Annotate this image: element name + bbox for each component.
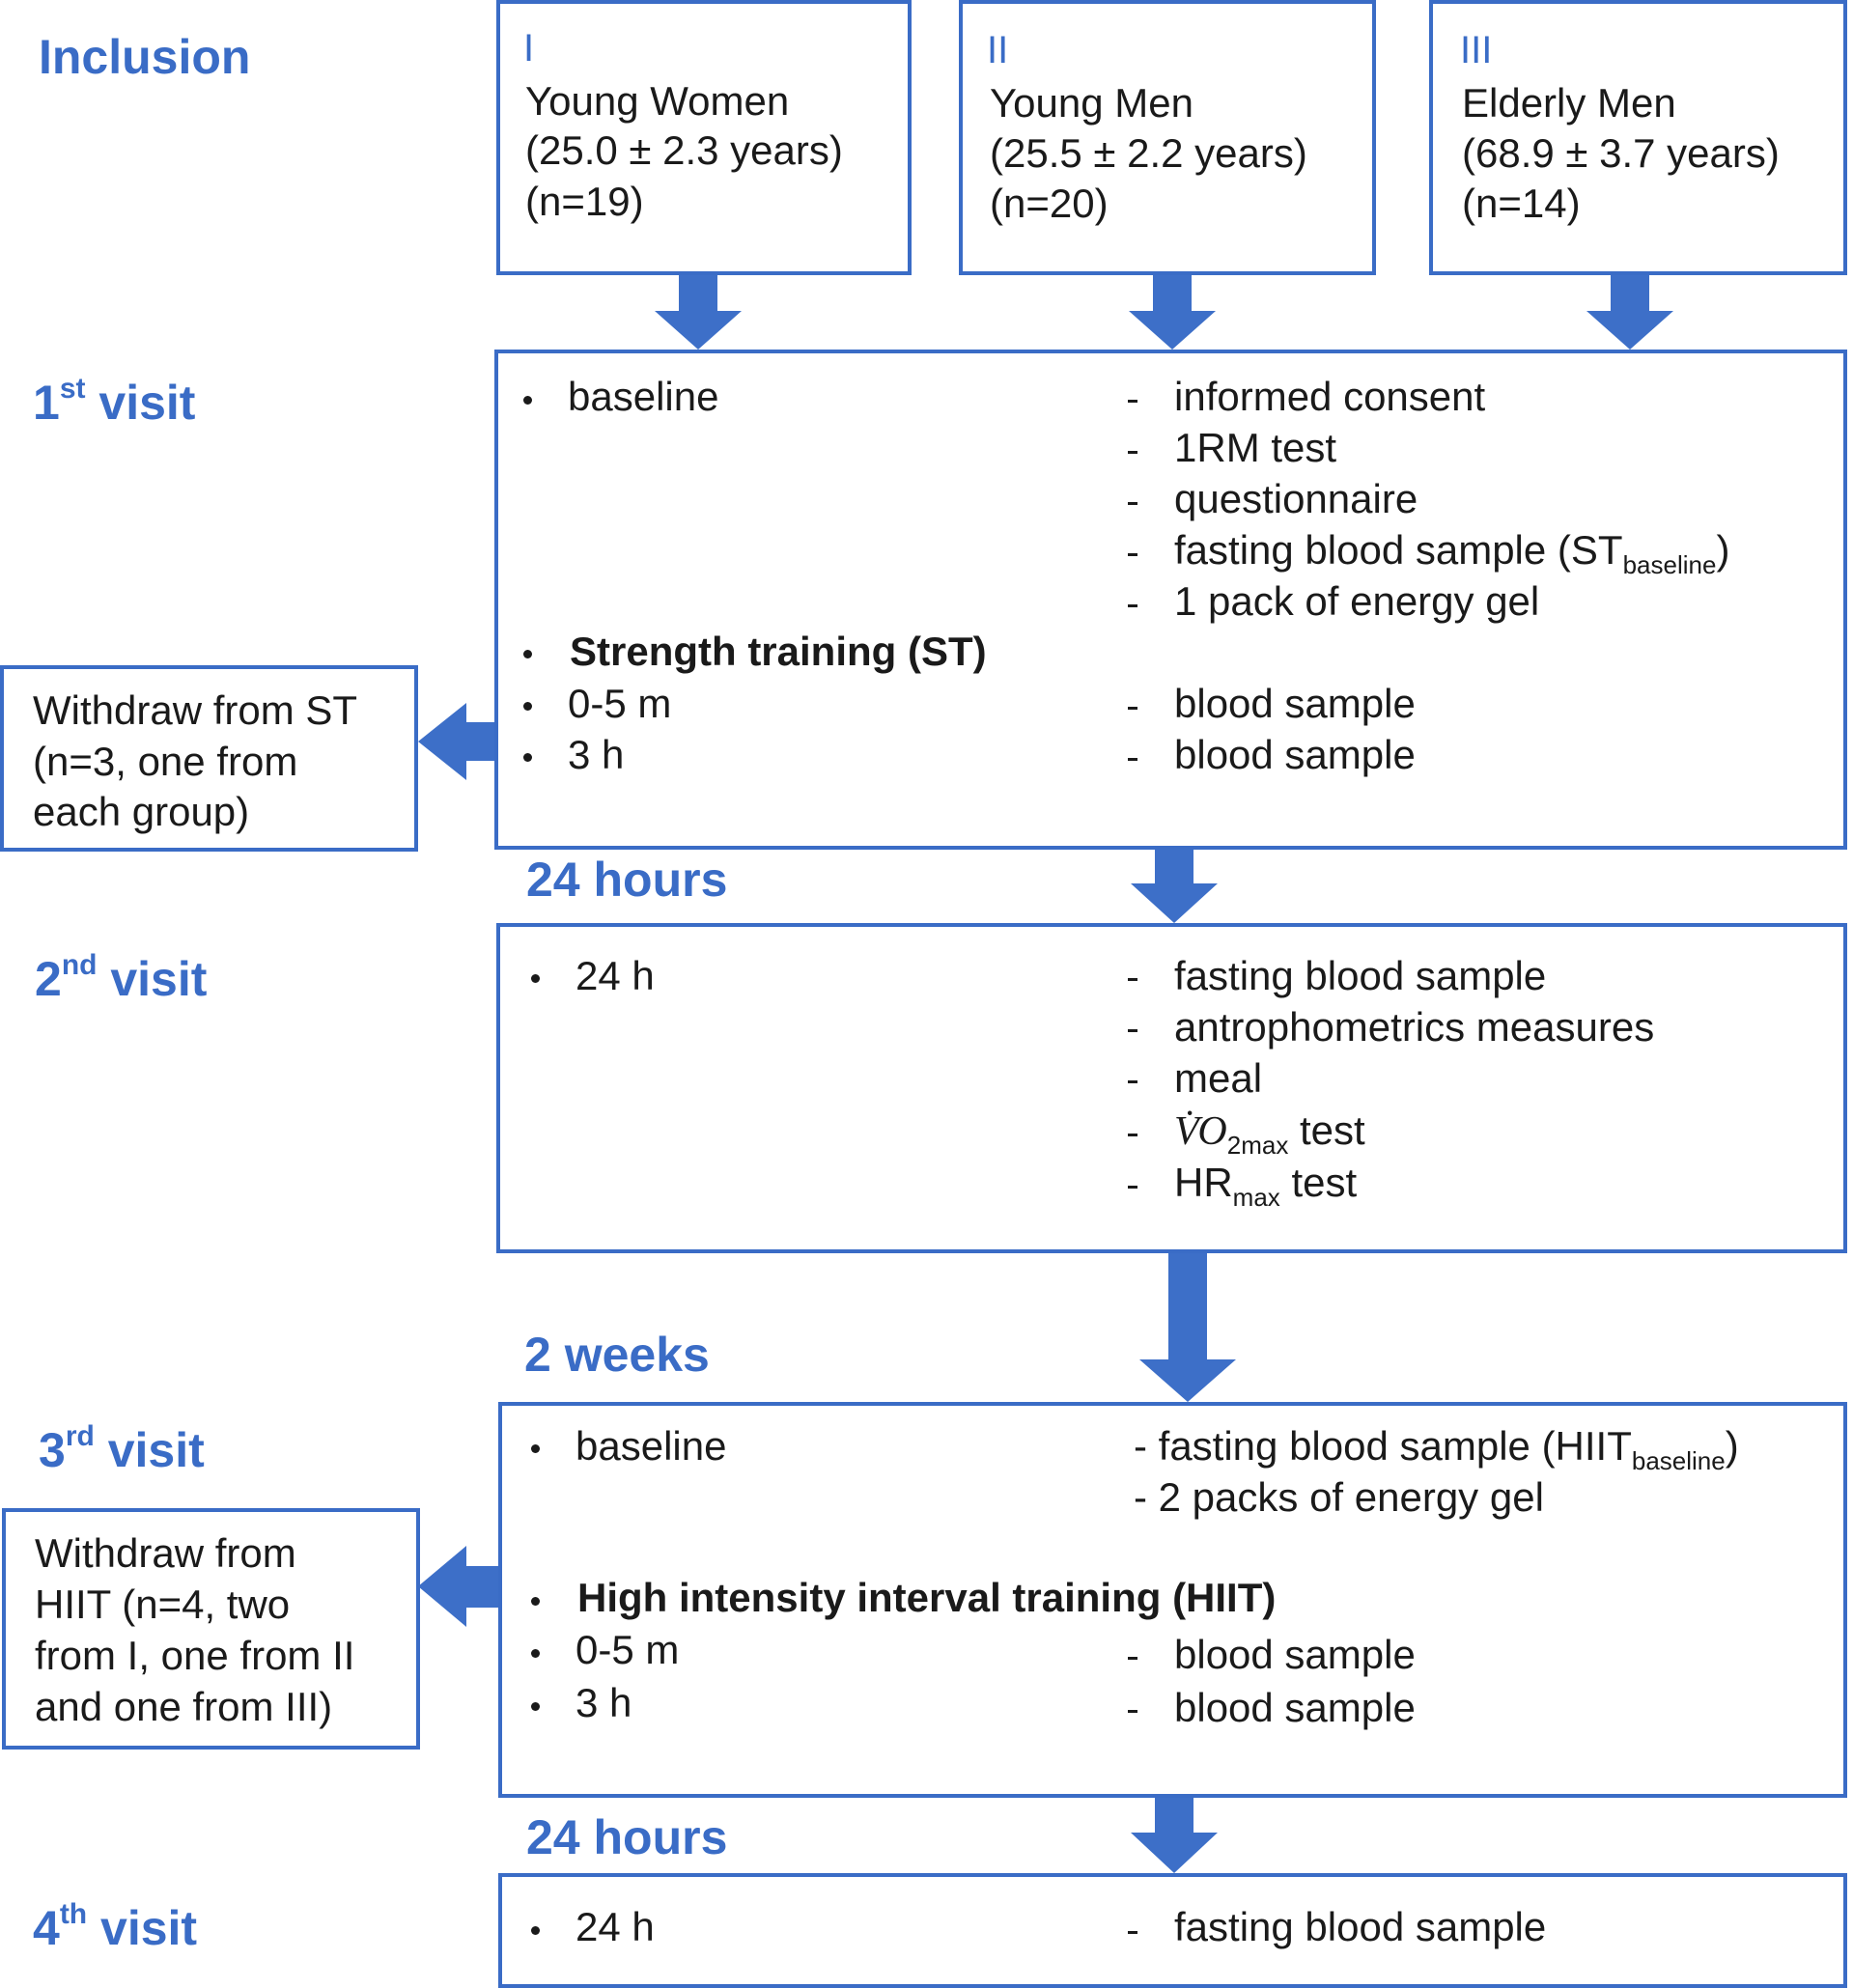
visit3-time-0-5m: 0-5 m xyxy=(576,1627,680,1672)
visit1-fasting-sample: fasting blood sample (STbaseline) xyxy=(1174,527,1730,579)
withdraw-line: from I, one from II xyxy=(35,1633,355,1678)
dash xyxy=(1128,1134,1137,1136)
arrow-visit1-down xyxy=(1131,850,1218,923)
group-count: (n=20) xyxy=(990,181,1109,226)
dash xyxy=(1128,502,1137,505)
visit1-box: baseline informed consent 1RM test quest… xyxy=(494,350,1847,850)
visit2-time: 24 h xyxy=(576,953,655,998)
arrow-visit2-down xyxy=(1139,1253,1236,1402)
visit2-vo2max-test: V̇O2max test xyxy=(1174,1107,1365,1160)
inclusion-label: Inclusion xyxy=(39,30,251,84)
visit3-training: High intensity interval training (HIIT) xyxy=(577,1575,1277,1620)
dash xyxy=(1128,978,1137,981)
group-box-young-men: II Young Men (25.5 ± 2.2 years) (n=20) xyxy=(959,0,1376,275)
visit4-item: fasting blood sample xyxy=(1174,1904,1547,1949)
bullet xyxy=(523,650,532,658)
visit1-item: informed consent xyxy=(1174,374,1486,419)
dash xyxy=(1128,1080,1137,1083)
group-name: Young Men xyxy=(990,80,1193,126)
visit1-time-0-5m: 0-5 m xyxy=(568,681,672,726)
visit3-label: 3rd visit xyxy=(39,1420,205,1477)
group-box-elderly-men: III Elderly Men (68.9 ± 3.7 years) (n=14… xyxy=(1429,0,1847,275)
bullet xyxy=(531,1444,540,1453)
visit1-label: 1st visit xyxy=(33,373,196,430)
visit1-baseline: baseline xyxy=(568,374,719,419)
group-name: Young Women xyxy=(525,78,790,124)
visit2-item: fasting blood sample xyxy=(1174,953,1547,998)
dash xyxy=(1128,400,1137,403)
visit2-item: antrophometrics measures xyxy=(1174,1004,1655,1050)
visit2-label: 2nd visit xyxy=(35,949,208,1006)
visit3-box: baseline - fasting blood sample (HIITbas… xyxy=(498,1402,1847,1798)
dash xyxy=(1128,1186,1137,1189)
group-count: (n=14) xyxy=(1462,181,1581,226)
withdraw-line: HIIT (n=4, two xyxy=(35,1582,291,1627)
dash xyxy=(1128,1710,1137,1713)
arrow-withdraw1-left xyxy=(418,703,497,780)
group-age: (25.0 ± 2.3 years) xyxy=(525,127,843,173)
visit1-blood-sample: blood sample xyxy=(1174,732,1416,777)
withdraw-line: each group) xyxy=(33,789,250,834)
dash xyxy=(1128,1657,1137,1660)
group-number: II xyxy=(987,29,1009,71)
bullet xyxy=(523,753,532,762)
dash xyxy=(1128,758,1137,761)
bullet xyxy=(523,396,532,405)
bullet xyxy=(531,1702,540,1711)
withdraw-line: and one from III) xyxy=(35,1684,333,1729)
visit4-time: 24 h xyxy=(576,1904,655,1949)
visit4-label: 4th visit xyxy=(33,1898,198,1955)
dash xyxy=(1128,1931,1137,1934)
arrow-group1-down xyxy=(655,273,742,350)
group-box-young-women: I Young Women (25.0 ± 2.3 years) (n=19) xyxy=(496,0,912,275)
interval-24-hours-2: 24 hours xyxy=(526,1810,728,1864)
arrow-group2-down xyxy=(1129,273,1216,350)
group-number: I xyxy=(523,27,535,70)
bullet xyxy=(523,702,532,711)
bullet xyxy=(531,1926,540,1935)
visit1-item: questionnaire xyxy=(1174,476,1418,521)
arrow-group3-down xyxy=(1586,273,1673,350)
arrow-withdraw2-left xyxy=(418,1546,499,1627)
interval-2-weeks: 2 weeks xyxy=(524,1328,710,1382)
dash xyxy=(1128,451,1137,454)
visit2-hrmax-test: HRmax test xyxy=(1174,1160,1358,1212)
visit1-item: 1RM test xyxy=(1174,425,1337,470)
group-number: III xyxy=(1460,29,1493,71)
withdraw-line: Withdraw from ST xyxy=(33,687,358,733)
dash xyxy=(1128,553,1137,556)
bullet xyxy=(531,1597,540,1606)
visit1-time-3h: 3 h xyxy=(568,732,625,777)
dash xyxy=(1128,604,1137,607)
visit3-blood-sample: blood sample xyxy=(1174,1632,1416,1677)
group-name: Elderly Men xyxy=(1462,80,1676,126)
visit3-blood-sample: blood sample xyxy=(1174,1685,1416,1730)
group-count: (n=19) xyxy=(525,179,644,224)
withdraw-line: (n=3, one from xyxy=(33,739,298,784)
interval-24-hours: 24 hours xyxy=(526,853,728,907)
arrow-visit3-down xyxy=(1131,1798,1218,1873)
group-age: (25.5 ± 2.2 years) xyxy=(990,130,1307,176)
visit3-energy-gel: - 2 packs of energy gel xyxy=(1134,1474,1544,1520)
withdraw-hiit-box: Withdraw from HIIT (n=4, two from I, one… xyxy=(2,1508,420,1750)
withdraw-line: Withdraw from xyxy=(35,1530,296,1576)
visit1-training: Strength training (ST) xyxy=(570,629,987,674)
visit3-time-3h: 3 h xyxy=(576,1680,632,1725)
dash xyxy=(1128,1029,1137,1032)
visit3-baseline: baseline xyxy=(576,1423,727,1469)
visit4-box: 24 h fasting blood sample xyxy=(498,1873,1847,1988)
bullet xyxy=(531,974,540,983)
visit3-fasting-sample: - fasting blood sample (HIITbaseline) xyxy=(1134,1423,1739,1475)
bullet xyxy=(531,1649,540,1658)
visit2-item: meal xyxy=(1174,1055,1263,1101)
visit2-box: 24 h fasting blood sample antrophometric… xyxy=(496,923,1847,1253)
dash xyxy=(1128,707,1137,710)
group-age: (68.9 ± 3.7 years) xyxy=(1462,130,1780,176)
visit1-blood-sample: blood sample xyxy=(1174,681,1416,726)
withdraw-st-box: Withdraw from ST (n=3, one from each gro… xyxy=(0,665,418,852)
visit1-item: 1 pack of energy gel xyxy=(1174,578,1540,624)
